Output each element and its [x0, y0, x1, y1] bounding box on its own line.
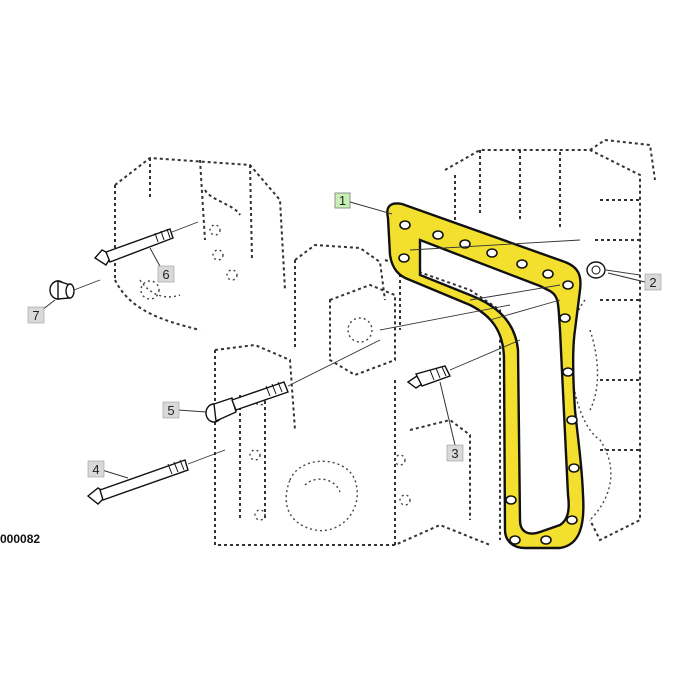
- rear-housing: [444, 138, 656, 542]
- callout-5-label: 5: [167, 403, 174, 418]
- valve-block: [294, 243, 501, 540]
- callout-7[interactable]: 7: [27, 306, 45, 324]
- socket-head-screw[interactable]: [205, 381, 289, 423]
- callout-1-label: 1: [339, 193, 346, 208]
- callout-3[interactable]: 3: [446, 444, 464, 462]
- assembly-lines: [73, 221, 641, 465]
- cap-screw-long[interactable]: [86, 459, 189, 505]
- gasket-bolt-holes: [398, 220, 580, 545]
- callout-7-label: 7: [32, 308, 39, 323]
- callout-4-label: 4: [92, 462, 99, 477]
- callout-2-label: 2: [649, 275, 656, 290]
- seal-ring[interactable]: [586, 261, 606, 279]
- callout-2[interactable]: 2: [644, 273, 662, 291]
- callout-6[interactable]: 6: [157, 265, 175, 283]
- lower-front-housing: [214, 343, 491, 546]
- callout-5[interactable]: 5: [162, 401, 180, 419]
- figure-id: 000082: [0, 532, 40, 546]
- callout-6-label: 6: [162, 267, 169, 282]
- cap-screw-short[interactable]: [406, 365, 451, 389]
- hex-bolt[interactable]: [93, 228, 174, 266]
- callout-4[interactable]: 4: [87, 460, 105, 478]
- callout-1[interactable]: 1: [334, 192, 351, 209]
- plug[interactable]: [49, 280, 75, 300]
- upper-left-housing: [114, 156, 286, 331]
- callout-3-label: 3: [451, 446, 458, 461]
